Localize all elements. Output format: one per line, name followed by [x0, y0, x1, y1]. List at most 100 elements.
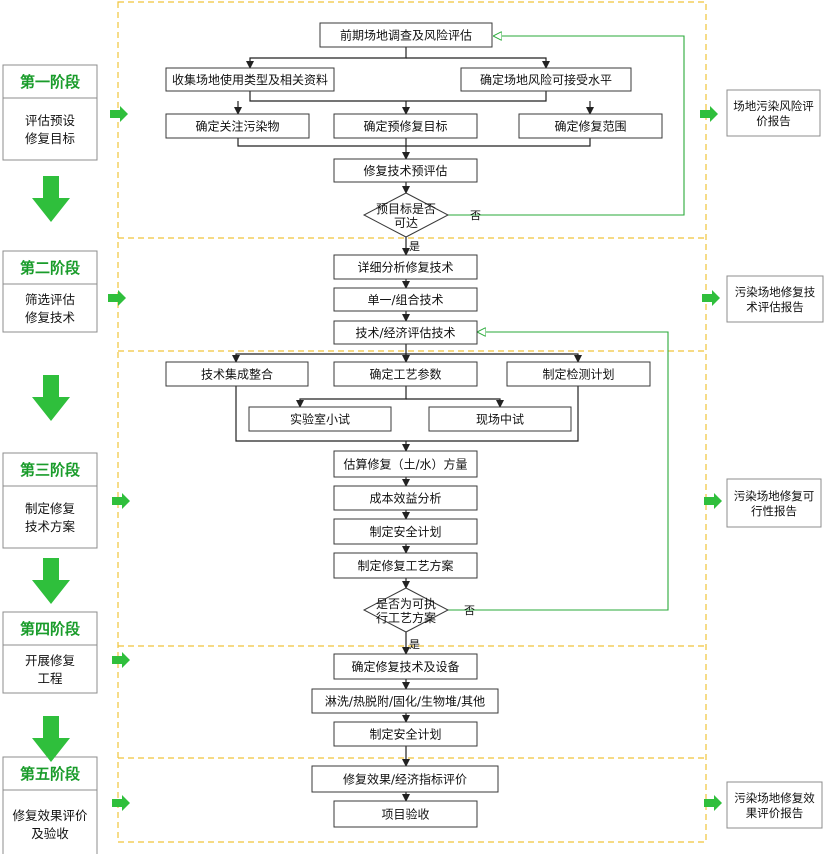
box-s1-collect: 收集场地使用类型及相关资料: [165, 67, 335, 92]
report-label: 行性报告: [751, 504, 797, 518]
side-arrow: [702, 290, 720, 306]
box-s3-safety: 制定安全计划: [333, 518, 478, 545]
box-label: 确定预修复目标: [363, 119, 447, 134]
stage-title: 第一阶段: [20, 73, 80, 91]
box-label: 制定检测计划: [542, 367, 614, 382]
stage-desc: 修复目标: [25, 131, 75, 146]
stage-desc: 工程: [37, 671, 63, 686]
phase-frame: [117, 1, 707, 843]
box-label: 详细分析修复技术: [357, 260, 453, 275]
box-s1-scope: 确定修复范围: [518, 113, 663, 139]
box-label: 技术集成整合: [201, 367, 273, 382]
side-arrow: [700, 106, 718, 122]
box-label: 确定场地风险可接受水平: [480, 72, 612, 87]
stage-desc: 技术方案: [25, 519, 76, 534]
box-label: 现场中试: [476, 412, 524, 427]
box-s2-detail: 详细分析修复技术: [333, 254, 478, 280]
stage-column: 第一阶段评估预设修复目标第二阶段筛选评估修复技术第三阶段制定修复技术方案第四阶段…: [2, 64, 98, 854]
no-label-2: 否: [464, 604, 475, 617]
yes-label-2: 是: [409, 638, 420, 651]
side-arrows: [108, 106, 722, 811]
box-label: 确定修复范围: [554, 119, 626, 134]
stage-title-box: 第二阶段: [2, 250, 98, 285]
report-column: 场地污染风险评价报告污染场地修复技术评估报告污染场地修复可行性报告污染场地修复效…: [726, 89, 824, 829]
box-s1-survey: 前期场地调查及风险评估: [319, 22, 493, 48]
side-arrow: [110, 106, 128, 122]
stage-down-arrow: [32, 375, 70, 421]
box-label: 项目验收: [381, 807, 429, 822]
feedback-loops: [448, 36, 685, 611]
box-s1-risk: 确定场地风险可接受水平: [460, 67, 632, 92]
decision-label: 预目标是否: [376, 202, 436, 216]
stage-down-arrow: [32, 558, 70, 604]
box-label: 实验室小试: [290, 412, 350, 427]
box-s5-eval: 修复效果/经济指标评价: [311, 765, 499, 793]
box-label: 估算修复（土/水）方量: [343, 457, 467, 472]
box-label: 收集场地使用类型及相关资料: [172, 72, 328, 87]
box-s4-equip: 确定修复技术及设备: [333, 653, 478, 680]
box-label: 成本效益分析: [369, 491, 441, 506]
stage-desc: 评估预设: [25, 113, 76, 128]
box-label: 制定安全计划: [369, 524, 441, 539]
box-s2-single: 单一/组合技术: [333, 287, 478, 312]
stage-title: 第五阶段: [20, 765, 80, 783]
stage-title: 第三阶段: [20, 461, 80, 479]
stage-desc: 制定修复: [25, 501, 76, 516]
report-label: 术评估报告: [746, 300, 804, 314]
stage-desc: 及验收: [31, 826, 69, 841]
box-label: 制定安全计划: [369, 727, 441, 742]
box-label: 前期场地调查及风险评估: [340, 28, 472, 43]
box-label: 技术/经济评估技术: [355, 325, 455, 340]
stage-title: 第二阶段: [20, 259, 80, 277]
stage-desc: 开展修复: [25, 653, 76, 668]
decision-label: 行工艺方案: [376, 610, 436, 625]
report-label: 污染场地修复技: [735, 285, 816, 299]
box-s3-lab: 实验室小试: [248, 406, 392, 432]
side-arrow: [704, 795, 722, 811]
report-label: 价报告: [756, 114, 791, 128]
box-s3-process: 制定修复工艺方案: [333, 552, 478, 579]
box-label: 单一/组合技术: [367, 292, 443, 307]
box-s4-methods: 淋洗/热脱附/固化/生物堆/其他: [311, 688, 499, 714]
box-s3-field: 现场中试: [428, 406, 572, 432]
stage-desc: 修复技术: [25, 310, 76, 325]
report-label: 污染场地修复可: [734, 489, 815, 503]
stage-arrows: [32, 176, 70, 762]
stage-down-arrow: [32, 716, 70, 762]
box-s4-safety: 制定安全计划: [333, 721, 478, 747]
side-arrow: [108, 290, 126, 306]
stage-title: 第四阶段: [20, 620, 80, 638]
box-label: 确定关注污染物: [195, 119, 279, 134]
box-label: 淋洗/热脱附/固化/生物堆/其他: [325, 694, 485, 709]
box-s3-integrate: 技术集成整合: [165, 361, 309, 387]
box-s3-cost: 成本效益分析: [333, 485, 478, 511]
report-label: 场地污染风险评: [733, 99, 814, 113]
box-s1-target: 确定预修复目标: [333, 113, 478, 139]
side-arrow: [112, 795, 130, 811]
yes-label-1: 是: [409, 240, 420, 253]
box-label: 修复效果/经济指标评价: [343, 772, 467, 787]
connectors: [232, 47, 594, 802]
box-label: 修复技术预评估: [363, 163, 447, 178]
branch-labels: 是 否 是 否: [409, 209, 481, 651]
box-s3-params: 确定工艺参数: [333, 361, 478, 387]
box-label: 确定修复技术及设备: [351, 659, 459, 674]
report-label: 果评价报告: [746, 806, 804, 820]
box-s2-tech-econ: 技术/经济评估技术: [333, 320, 478, 345]
